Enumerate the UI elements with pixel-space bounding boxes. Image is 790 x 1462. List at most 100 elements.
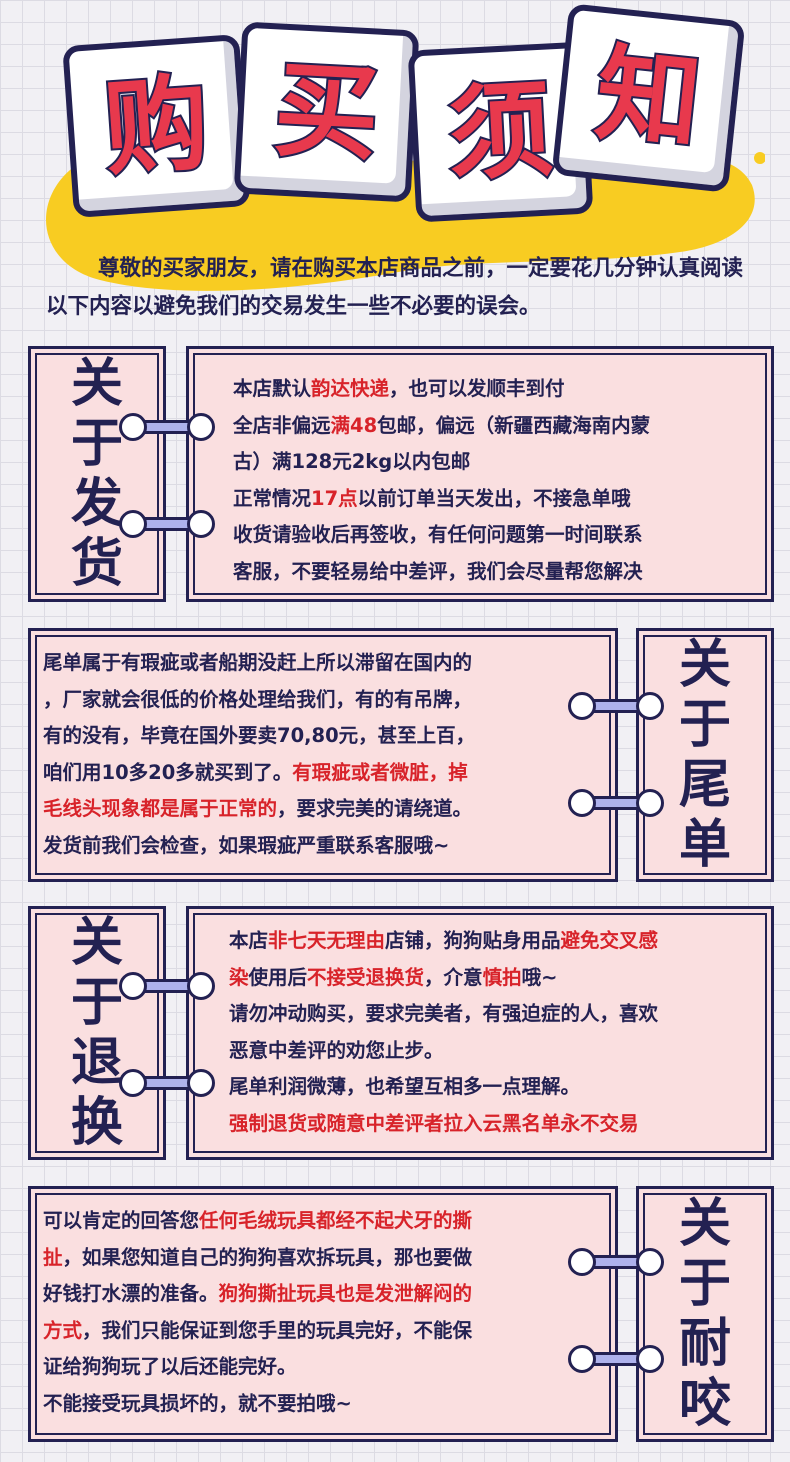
body-text-run: 古）满128元2kg以内包邮 [233,450,471,473]
body-line: 染使用后不接受退换货，介意慎拍哦~ [229,960,769,997]
body-line: 可以肯定的回答您任何毛绒玩具都经不起犬牙的撕 [43,1203,603,1240]
highlight-text: 非七天无理由 [268,929,386,952]
body-text-run: ，厂家就会很低的价格处理给我们，有的有吊牌， [43,687,473,711]
title-char-tile-4: 知 [551,3,746,193]
highlight-text: 避免交叉感 [560,929,659,952]
body-text-run: 请勿冲动购买，要求完美者，有强迫症的人，喜欢 [229,1002,659,1025]
body-text-run: 不能接受玩具损坏的，就不要拍哦~ [43,1391,352,1415]
highlight-text: 任何毛绒玩具都经不起犬牙的撕 [199,1209,473,1232]
body-line: 本店非七天无理由店铺，狗狗贴身用品避免交叉感 [229,923,769,960]
intro-text: 尊敬的买家朋友，请在购买本店商品之前，一定要花几分钟认真阅读以下内容以避免我们的… [46,256,744,319]
highlight-text: 扯 [43,1245,63,1269]
section-return-body: 本店非七天无理由店铺，狗狗贴身用品避免交叉感染使用后不接受退换货，介意慎拍哦~请… [186,906,774,1160]
body-text-run: 发货前我们会检查，如果瑕疵严重联系客服哦~ [43,833,450,857]
section-leftover-text: 尾单属于有瑕疵或者船期没赶上所以滞留在国内的 ，厂家就会很低的价格处理给我们，有的… [43,645,603,864]
body-text-run: ，介意 [424,965,483,989]
body-text-run: 可以肯定的回答您 [43,1209,200,1232]
section-leftover-title-card: 关于尾单 [636,628,774,882]
body-text-run: 收货请验收后再签收，有任何问题第一时间联系 [233,523,643,546]
section-durability-title-card: 关于耐咬 [636,1186,774,1442]
section-shipping-body: 本店默认韵达快递，也可以发顺丰到付全店非偏远满48包邮，偏远（新疆西藏海南内蒙古… [186,346,774,602]
body-line: 全店非偏远满48包邮，偏远（新疆西藏海南内蒙 [233,408,753,445]
body-line: 尾单属于有瑕疵或者船期没赶上所以滞留在国内的 [43,645,603,682]
highlight-text: 不接受退换货 [307,965,425,989]
body-text-run: 咱们用10多20多就买到了。 [43,760,293,784]
body-text-run: 店铺，狗狗贴身用品 [385,929,561,952]
body-text-run: 以前订单当天发出，不接急单哦 [357,486,631,510]
highlight-text: 毛线头现象都是属于正常的 [43,797,278,820]
section-durability-body: 可以肯定的回答您任何毛绒玩具都经不起犬牙的撕扯，如果您知道自己的狗狗喜欢拆玩具，… [28,1186,618,1442]
binder-ring [568,1345,664,1373]
highlight-text: 狗狗撕扯玩具也是发泄解闷的 [218,1282,473,1305]
body-text-run: ，如果您知道自己的狗狗喜欢拆玩具，那也要做 [62,1245,473,1269]
body-text-run: 有的没有，毕竟在国外要卖70,80元，甚至上百， [43,724,476,747]
body-text-run: 尾单利润微薄，也希望互相多一点理解。 [229,1075,581,1098]
highlight-text: 强制退货或随意中差评者拉入云黑名单永不交易 [229,1111,639,1135]
body-line: 本店默认韵达快递，也可以发顺丰到付 [233,371,753,408]
section-shipping-title-card: 关于发货 [28,346,166,602]
highlight-text: 满48 [330,413,378,437]
body-text-run: ，我们只能保证到您手里的玩具完好，不能保 [82,1318,473,1342]
body-text-run: 正常情况 [233,486,312,510]
body-line: 方式，我们只能保证到您手里的玩具完好，不能保 [43,1313,603,1350]
body-text-run: 尾单属于有瑕疵或者船期没赶上所以滞留在国内的 [43,651,473,674]
body-line: 客服，不要轻易给中差评，我们会尽量帮您解决 [233,554,753,591]
highlight-text: 方式 [43,1318,83,1342]
body-line: 尾单利润微薄，也希望互相多一点理解。 [229,1069,769,1106]
body-line: 正常情况17点以前订单当天发出，不接急单哦 [233,481,753,518]
body-text-run: 好钱打水漂的准备。 [43,1282,219,1305]
section-return-title-card: 关于退换 [28,906,166,1160]
body-text-run: ，也可以发顺丰到付 [389,377,565,400]
body-line: ，厂家就会很低的价格处理给我们，有的有吊牌， [43,682,603,719]
body-line: 请勿冲动购买，要求完美者，有强迫症的人，喜欢 [229,996,769,1033]
title-char-4: 知 [588,29,708,166]
body-line: 扯，如果您知道自己的狗狗喜欢拆玩具，那也要做 [43,1240,603,1277]
binder-ring [568,692,664,720]
body-text-run: 使用后 [248,965,308,989]
body-text-run: 本店默认 [233,377,312,400]
section-shipping-text: 本店默认韵达快递，也可以发顺丰到付全店非偏远满48包邮，偏远（新疆西藏海南内蒙古… [233,371,753,590]
body-line: 古）满128元2kg以内包邮 [233,444,753,481]
section-return-title: 关于退换 [70,913,123,1153]
binder-ring [568,789,664,817]
title-char-2: 买 [269,45,383,177]
body-text-run: 哦~ [521,965,558,989]
body-line: 强制退货或随意中差评者拉入云黑名单永不交易 [229,1106,769,1143]
body-text-run: 全店非偏远 [233,413,331,437]
body-line: 咱们用10多20多就买到了。有瑕疵或者微脏，掉 [43,755,603,792]
highlight-text: 慎拍 [482,965,522,989]
title-char-tile-2: 买 [233,21,420,203]
section-return-text: 本店非七天无理由店铺，狗狗贴身用品避免交叉感染使用后不接受退换货，介意慎拍哦~请… [229,923,769,1142]
body-line: 好钱打水漂的准备。狗狗撕扯玩具也是发泄解闷的 [43,1276,603,1313]
body-line: 收货请验收后再签收，有任何问题第一时间联系 [233,517,753,554]
body-text-run: 证给狗狗玩了以后还能完好。 [43,1355,297,1378]
body-line: 毛线头现象都是属于正常的，要求完美的请绕道。 [43,791,603,828]
title-char-1: 购 [98,59,214,193]
binder-ring [119,413,215,441]
section-durability-title: 关于耐咬 [678,1194,731,1434]
body-text-run: 恶意中差评的劝您止步。 [229,1038,444,1062]
highlight-text: 17点 [311,486,358,510]
body-text-run: 包邮，偏远（新疆西藏海南内蒙 [377,413,651,437]
title-char-tile-1: 购 [62,34,251,218]
body-line: 发货前我们会检查，如果瑕疵严重联系客服哦~ [43,828,603,865]
binder-ring [119,972,215,1000]
body-line: 有的没有，毕竟在国外要卖70,80元，甚至上百， [43,718,603,755]
highlight-text: 有瑕疵或者微脏，掉 [292,760,468,784]
section-shipping-title: 关于发货 [70,354,123,594]
body-text-run: 本店 [229,929,269,952]
binder-ring [568,1248,664,1276]
highlight-text: 韵达快递 [311,377,390,400]
body-text-run: ，要求完美的请绕道。 [277,797,473,820]
body-line: 不能接受玩具损坏的，就不要拍哦~ [43,1386,603,1423]
binder-ring [119,1069,215,1097]
body-line: 证给狗狗玩了以后还能完好。 [43,1349,603,1386]
binder-ring [119,510,215,538]
title-char-3: 须 [443,65,557,197]
section-durability-text: 可以肯定的回答您任何毛绒玩具都经不起犬牙的撕扯，如果您知道自己的狗狗喜欢拆玩具，… [43,1203,603,1422]
body-line: 恶意中差评的劝您止步。 [229,1033,769,1070]
section-leftover-title: 关于尾单 [678,635,731,875]
section-leftover-body: 尾单属于有瑕疵或者船期没赶上所以滞留在国内的 ，厂家就会很低的价格处理给我们，有的… [28,628,618,882]
highlight-text: 染 [229,965,249,989]
intro-paragraph: 尊敬的买家朋友，请在购买本店商品之前，一定要花几分钟认真阅读以下内容以避免我们的… [46,250,756,326]
